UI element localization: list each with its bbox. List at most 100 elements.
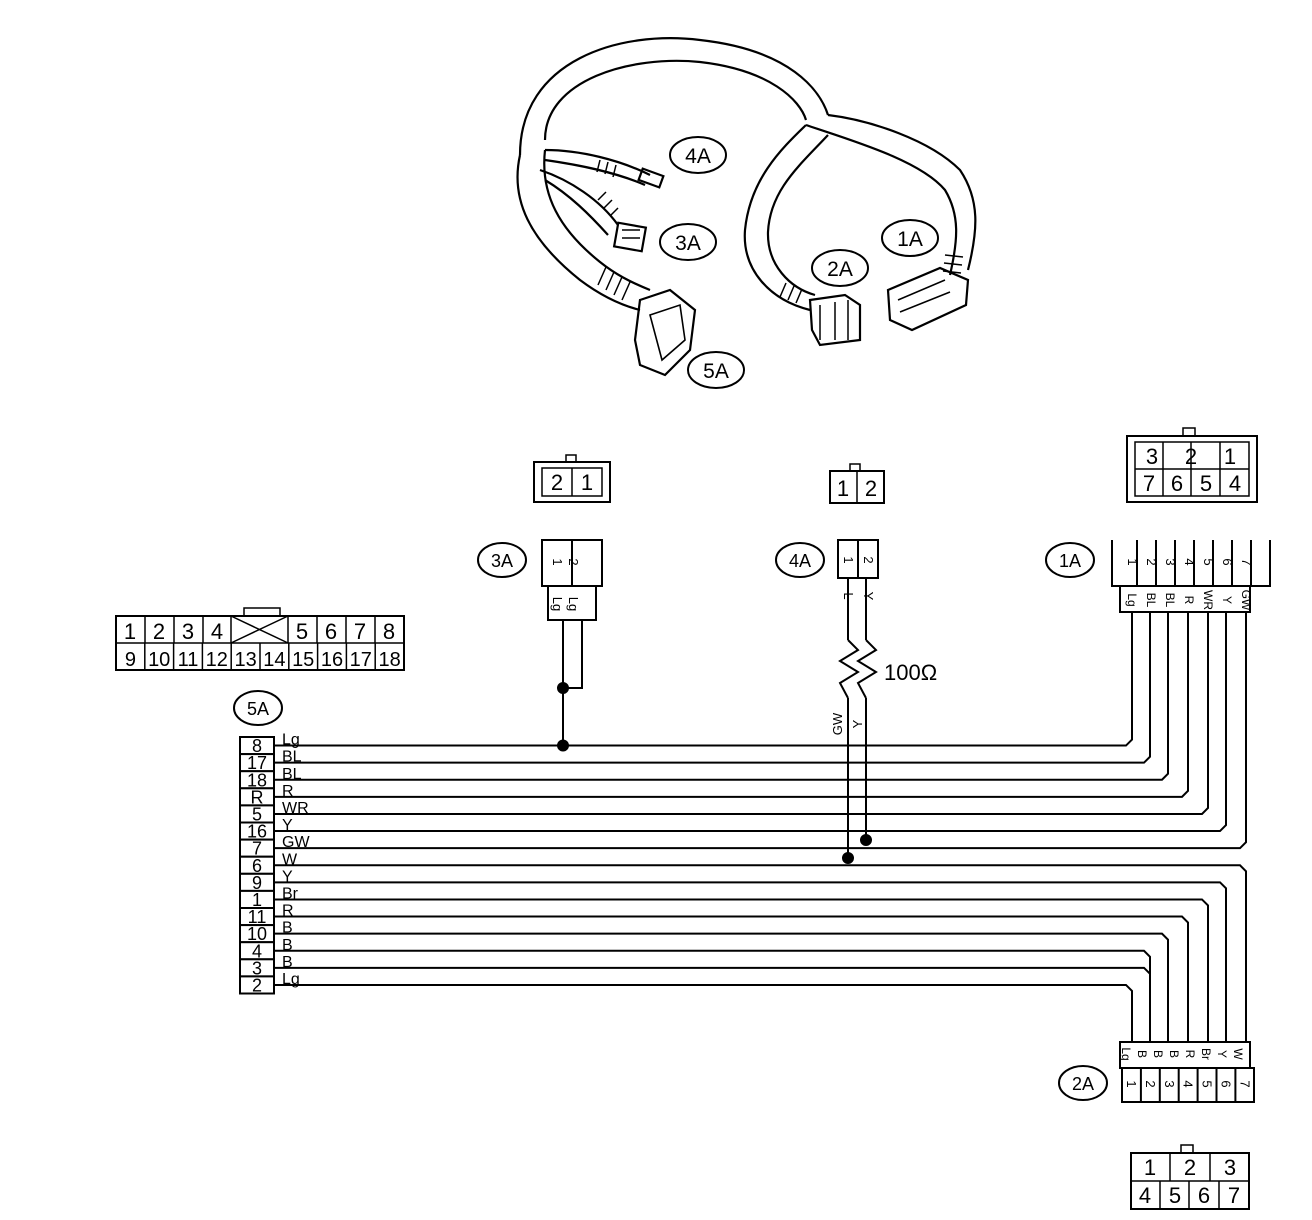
connector-4a-wire-label: Y xyxy=(850,719,865,728)
connector-1a-pin: 2 xyxy=(1144,558,1159,565)
connector-2a-wire-label: B xyxy=(1167,1050,1181,1058)
connector-4a-wire-label: L xyxy=(841,592,856,599)
schematic-label-2a: 2A xyxy=(1072,1074,1094,1094)
connector-1a-pin: 5 xyxy=(1201,558,1216,565)
connector-5a-face-pin: 12 xyxy=(206,649,228,671)
connector-1a-pin: 3 xyxy=(1163,558,1178,565)
connector-1a-wire-label: Lg xyxy=(1125,593,1139,606)
connector-1a-wire-label: GW xyxy=(1239,590,1253,611)
connector-5a-grid xyxy=(144,616,376,670)
callout-5a: 5A xyxy=(687,351,745,389)
harness-illustration xyxy=(516,37,977,377)
connector-2a-block xyxy=(1121,1067,1255,1103)
wire-to-1a xyxy=(274,612,1227,833)
wire-color-label: W xyxy=(282,851,298,868)
connector-4a-wire-label: Y xyxy=(861,592,876,601)
connector-1a-face-pin: 4 xyxy=(1229,471,1241,496)
connector-4a-pin: 2 xyxy=(861,556,876,563)
connector-5a-pin-number: 9 xyxy=(252,873,262,893)
wire-color-label: B xyxy=(282,937,293,954)
wire-to-1a xyxy=(274,612,1189,798)
callout-2a: 2A xyxy=(811,249,869,287)
connector-4a-face: 1 2 xyxy=(829,463,885,504)
connector-5a-face-pin: 13 xyxy=(234,649,256,671)
connector-5a-face-pin: 8 xyxy=(383,619,395,644)
connector-1a-face-pin: 6 xyxy=(1171,471,1183,496)
connector-5a-face-pin: 18 xyxy=(378,649,400,671)
connector-4a-face-pin: 2 xyxy=(865,476,877,501)
callout-1a-text: 1A xyxy=(897,228,923,251)
wire-to-2a xyxy=(274,983,1133,1042)
connector-3a-wire-label: Lg xyxy=(566,597,581,611)
connector-1a-pin: 4 xyxy=(1182,558,1197,565)
connector-5a-face-pin: 14 xyxy=(263,649,285,671)
wire-to-1a xyxy=(274,612,1151,764)
connector-2a-face-pin: 7 xyxy=(1228,1183,1240,1208)
schematic-label-4a: 4A xyxy=(789,551,811,571)
connector-5a-pin-number: 3 xyxy=(252,958,262,978)
connector-2a-face-pin: 1 xyxy=(1144,1155,1156,1180)
connector-5a-face-pin: 10 xyxy=(148,649,170,671)
wire-to-2a xyxy=(274,898,1209,1042)
connector-2a-face-pin: 2 xyxy=(1184,1155,1196,1180)
connector-1a-face-pin: 3 xyxy=(1146,444,1158,469)
splice-dot xyxy=(842,852,854,864)
callout-4a: 4A xyxy=(669,136,727,174)
connector-3a-wire-label: Lg xyxy=(550,597,565,611)
resistor-trace xyxy=(856,639,878,699)
callout-3a: 3A xyxy=(659,223,717,261)
connector-5a-face-pin: 5 xyxy=(296,619,308,644)
connector-1a-face-pin: 5 xyxy=(1200,471,1212,496)
connector-3a-skirt xyxy=(547,585,597,621)
connector-4a-wire-label: GW xyxy=(830,712,845,735)
wire-color-label: B xyxy=(282,954,293,971)
connector-1a-pin: 6 xyxy=(1220,558,1235,565)
wire-to-1a xyxy=(274,612,1209,815)
wire-to-2a xyxy=(274,966,1151,1042)
connector-3a-pin: 2 xyxy=(566,558,581,565)
connector-2a-wire-label: Y xyxy=(1215,1050,1229,1058)
splice-dot xyxy=(557,682,569,694)
connector-1a-pin: 1 xyxy=(1125,558,1140,565)
connector-2a-wire-label: R xyxy=(1183,1050,1197,1059)
connector-5a-pin-number: 8 xyxy=(252,736,262,756)
connector-2a-wire-label: Lg xyxy=(1119,1047,1133,1060)
connector-2a-face-pin: 5 xyxy=(1169,1183,1181,1208)
wire-to-2a xyxy=(274,949,1151,1042)
schematic-label-1a: 1A xyxy=(1059,551,1081,571)
wire-to-2a xyxy=(274,864,1247,1042)
connector-1a-wire-label: R xyxy=(1182,596,1196,605)
connector-5a-face-pin: 15 xyxy=(292,649,314,671)
connector-3a-face-pin: 2 xyxy=(551,470,563,495)
resistor-value: 100Ω xyxy=(884,660,937,685)
wire-color-label: R xyxy=(282,903,294,920)
connector-2a-pin: 7 xyxy=(1237,1080,1252,1087)
connector-2a-face: 1 2 3 4 5 6 7 xyxy=(1130,1144,1250,1210)
connector-2a-pin: 2 xyxy=(1143,1080,1158,1087)
connector-3a-face: 2 1 xyxy=(533,454,611,503)
wire-to-1a xyxy=(274,612,1247,850)
connector-5a-pin-number: 7 xyxy=(252,839,262,859)
wire-to-1a xyxy=(274,612,1133,747)
connector-1a-wire-label: Y xyxy=(1220,596,1234,604)
connector-1a-face-pin: 2 xyxy=(1185,444,1197,469)
connector-2a-face-pin: 4 xyxy=(1139,1183,1151,1208)
callout-2a-text: 2A xyxy=(827,258,853,281)
wire-color-label: WR xyxy=(282,800,309,817)
connector-5a-pin-number: 2 xyxy=(252,976,262,996)
callout-5a-text: 5A xyxy=(703,360,729,383)
connector-5a-pin-number: 10 xyxy=(247,924,267,944)
connector-5a-pin-number: 16 xyxy=(247,822,267,842)
connector-2a-pin: 1 xyxy=(1124,1080,1139,1087)
callout-4a-text: 4A xyxy=(685,145,711,168)
connector-5a-face-pin: 17 xyxy=(350,649,372,671)
wire-color-label: Y xyxy=(282,817,293,834)
connector-2a-face-pin: 6 xyxy=(1198,1183,1210,1208)
wire-color-label: B xyxy=(282,920,293,937)
connector-5a-pin-number: 11 xyxy=(248,907,267,927)
wire-to-2a xyxy=(274,915,1189,1042)
connector-5a-face-pin: 1 xyxy=(124,619,136,644)
